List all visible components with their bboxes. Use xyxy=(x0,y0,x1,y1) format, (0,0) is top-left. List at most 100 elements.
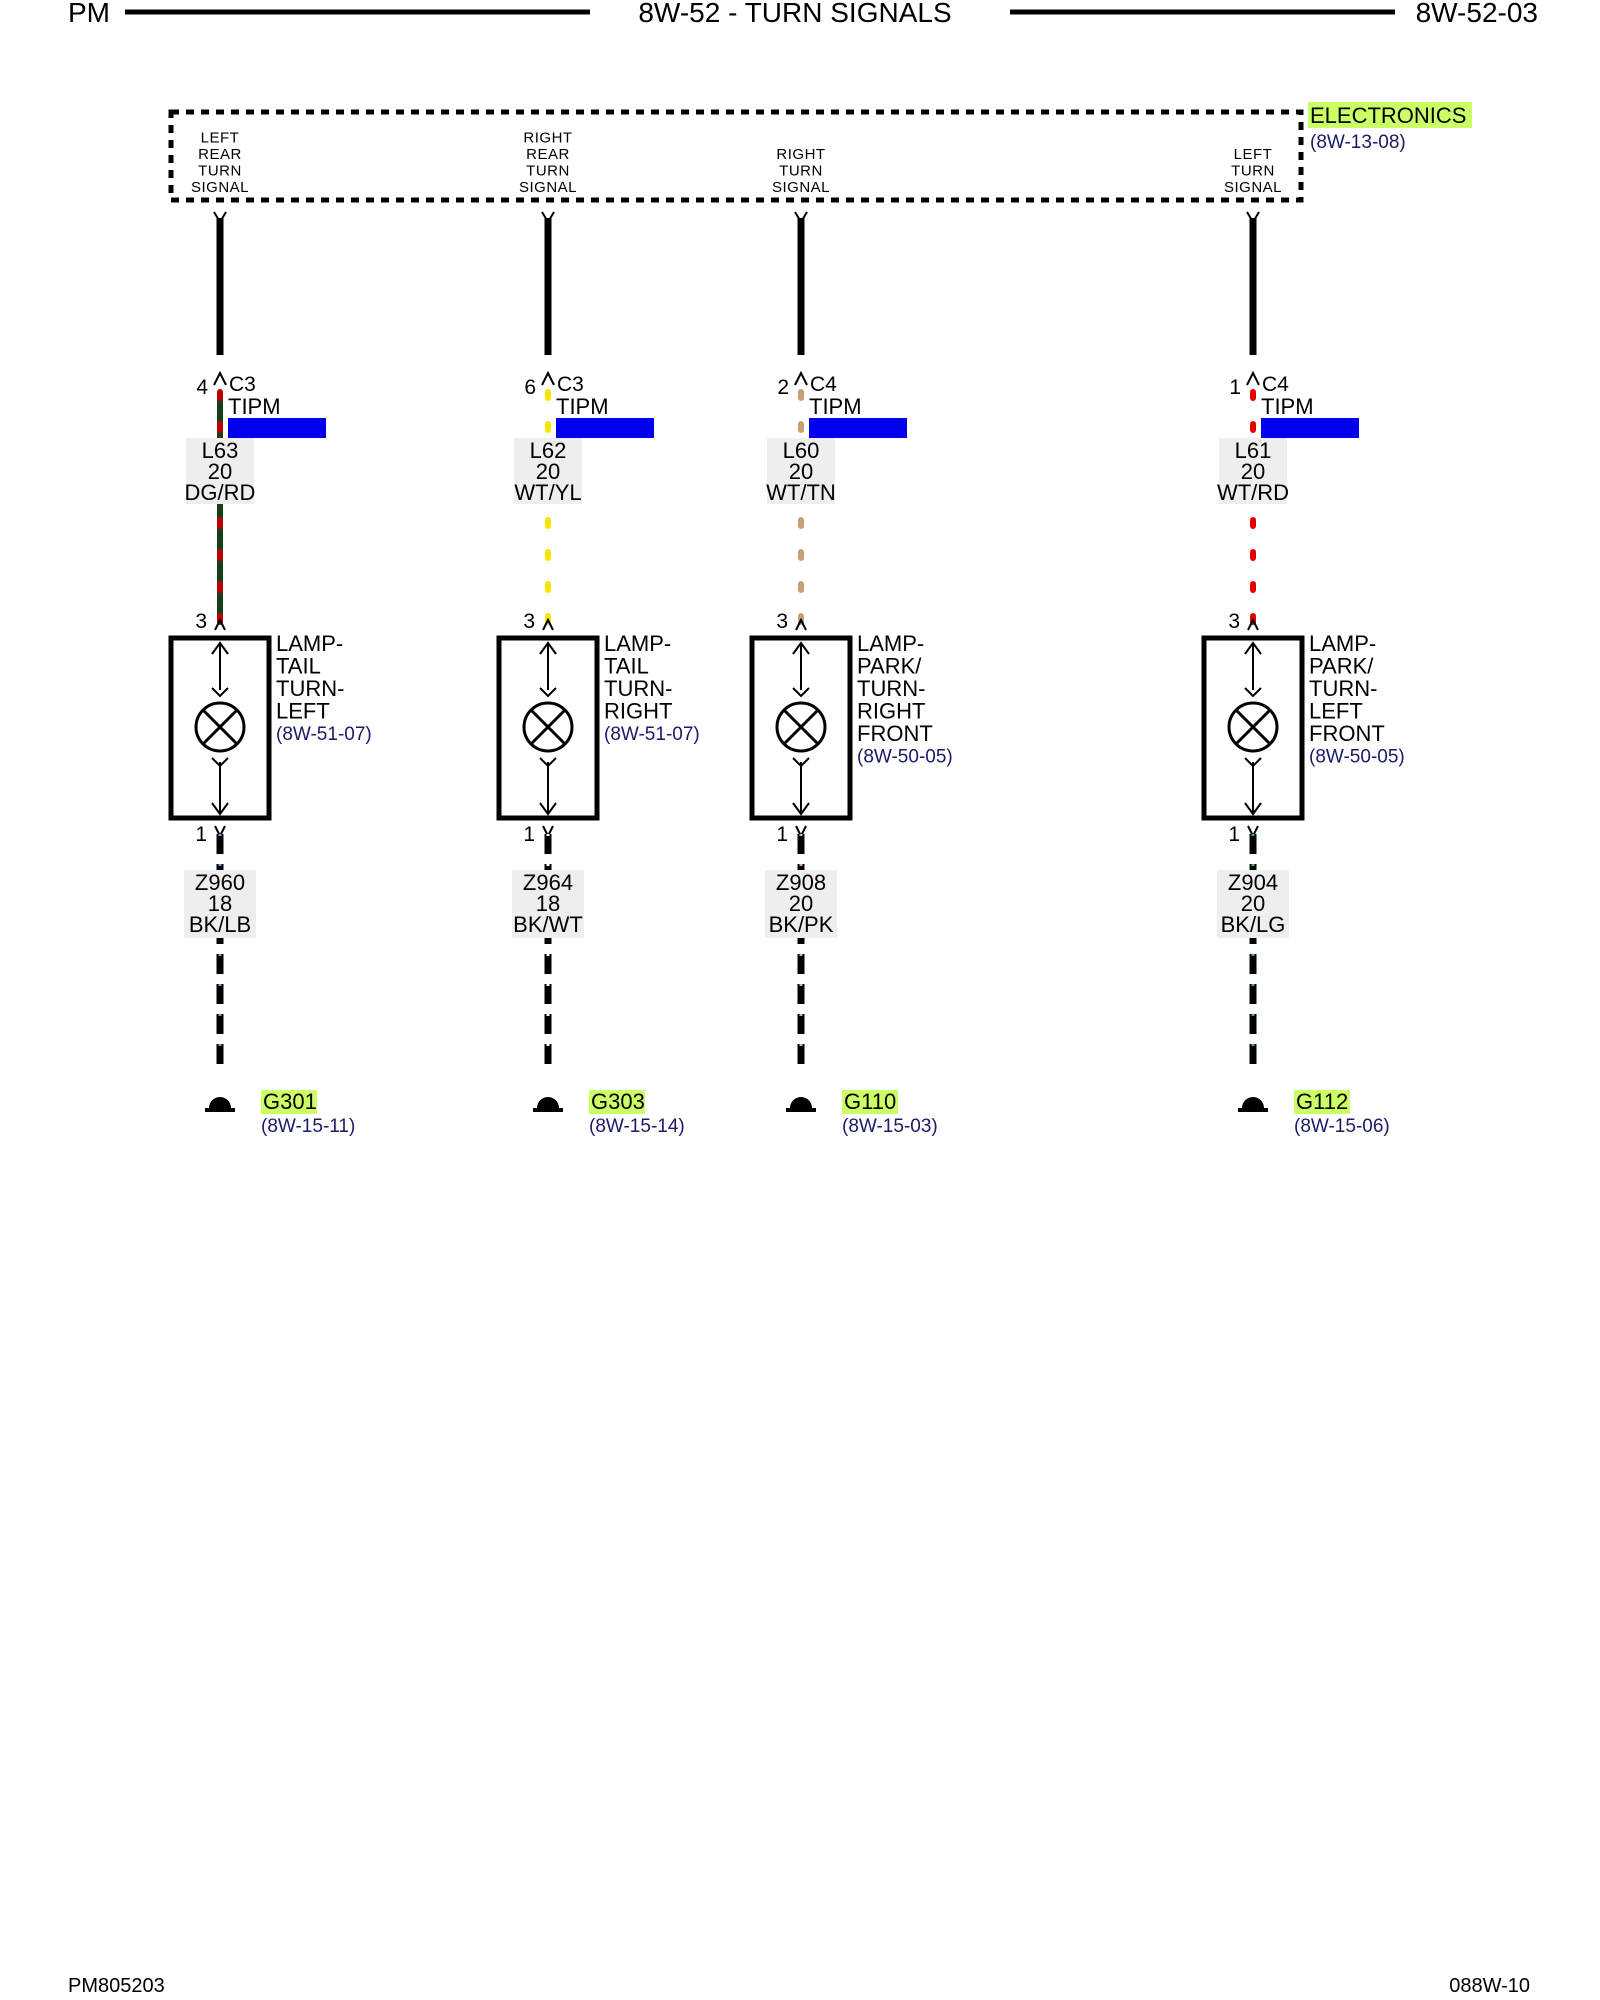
lamp-label: PARK/ xyxy=(857,654,922,679)
connector-bar xyxy=(556,418,654,438)
connector-bar xyxy=(228,418,326,438)
lamp-in-pin: 3 xyxy=(523,610,535,633)
lamp-out-pin: 1 xyxy=(1228,823,1240,846)
connector-chevron xyxy=(541,370,555,386)
ground-name-highlight xyxy=(1294,1090,1350,1114)
connector-location: TIPM xyxy=(228,394,281,419)
ground-wire-label-bg xyxy=(1217,870,1289,938)
wire-label-bg xyxy=(186,438,254,504)
lamp-out-pin: 1 xyxy=(776,823,788,846)
wire-gauge: 20 xyxy=(536,459,560,484)
module-pin-label: RIGHT xyxy=(776,146,825,163)
ground-ref: (8W-15-14) xyxy=(589,1116,685,1137)
lamp-arrow-top xyxy=(211,641,229,655)
ground-ref: (8W-15-03) xyxy=(842,1116,938,1137)
module-pin-label: LEFT xyxy=(201,130,240,147)
lamp-out-pin: 1 xyxy=(195,823,207,846)
connector-chevron xyxy=(1246,370,1260,386)
pin-chevron xyxy=(794,211,808,224)
ground-ref: (8W-15-11) xyxy=(261,1116,355,1137)
connector-name: C4 xyxy=(1262,373,1289,396)
wire-code: L61 xyxy=(1235,438,1272,463)
lamp-chevron-top xyxy=(539,687,557,698)
wire-label-bg xyxy=(767,438,835,504)
lamp-ref: (8W-50-05) xyxy=(1309,747,1405,768)
ground-wire-color: BK/WT xyxy=(513,912,583,937)
ground-wire-gauge: 20 xyxy=(1241,891,1265,916)
lamp-in-chevron xyxy=(542,617,554,631)
lamp-bulb-cross-b xyxy=(529,708,567,746)
module-outline xyxy=(168,109,1304,203)
lamp-label: LEFT xyxy=(1309,699,1363,724)
wire-color: WT/YL xyxy=(514,480,581,505)
ground-name: G112 xyxy=(1296,1089,1348,1114)
lamp-label: PARK/ xyxy=(1309,654,1374,679)
header-right: 8W-52-03 xyxy=(1416,0,1538,28)
wire-code: L63 xyxy=(202,438,239,463)
lamp-bulb-cross-b xyxy=(782,708,820,746)
lamp-label: LAMP- xyxy=(604,631,671,656)
pin-chevron xyxy=(1246,211,1260,224)
wire-label-bg xyxy=(514,438,582,504)
lamp-arrow-bottom xyxy=(211,802,229,816)
connector-chevron xyxy=(794,370,808,386)
lamp-label: FRONT xyxy=(1309,721,1385,746)
wire-color: DG/RD xyxy=(185,480,256,505)
wire-gauge: 20 xyxy=(1241,459,1265,484)
ground-icon xyxy=(1242,1097,1264,1108)
ground-wire-color: BK/LB xyxy=(189,912,251,937)
ground-wire-code: Z960 xyxy=(195,870,245,895)
ground-icon xyxy=(790,1097,812,1108)
ground-wire-gauge: 18 xyxy=(536,891,560,916)
connector-pin: 1 xyxy=(1229,376,1241,399)
connector-name: C3 xyxy=(557,373,584,396)
lamp-chevron-top xyxy=(211,687,229,698)
lamp-label: TURN- xyxy=(857,676,925,701)
ground-icon xyxy=(537,1097,559,1108)
connector-bar xyxy=(1261,418,1359,438)
ground-wire-code: Z964 xyxy=(523,870,573,895)
lamp-chevron-top xyxy=(792,687,810,698)
ground-name: G110 xyxy=(844,1089,896,1114)
wire-color: WT/TN xyxy=(766,480,836,505)
module-pin-label: SIGNAL xyxy=(1224,179,1282,196)
electronics-module: ELECTRONICS (8W-13-08) xyxy=(168,102,1472,203)
header-left: PM xyxy=(68,0,110,28)
module-pin-label: SIGNAL xyxy=(519,179,577,196)
module-pin-label: REAR xyxy=(198,146,242,163)
wire-code: L62 xyxy=(530,438,567,463)
ground-wire-color: BK/PK xyxy=(769,912,834,937)
wire-gauge: 20 xyxy=(208,459,232,484)
module-pin-label: TURN xyxy=(526,163,570,180)
lamp-label: LAMP- xyxy=(857,631,924,656)
wire-code: L60 xyxy=(783,438,820,463)
ground-name-highlight xyxy=(842,1090,898,1114)
wire-gauge: 20 xyxy=(789,459,813,484)
ground-wire-gauge: 20 xyxy=(789,891,813,916)
ground-wire-code: Z904 xyxy=(1228,870,1278,895)
lamp-arrow-bottom xyxy=(792,802,810,816)
lamp-in-pin: 3 xyxy=(195,610,207,633)
pin-chevron xyxy=(213,211,227,224)
lamp-in-pin: 3 xyxy=(1228,610,1240,633)
lamp-in-chevron xyxy=(1247,617,1259,631)
lamp-label: TAIL xyxy=(604,654,649,679)
connector-pin: 6 xyxy=(524,376,536,399)
page-title: 8W-52 - TURN SIGNALS xyxy=(638,0,951,28)
lamp-label: TURN- xyxy=(276,676,344,701)
footer-left: PM805203 xyxy=(68,1975,165,1997)
ground-wire-gauge: 18 xyxy=(208,891,232,916)
lamp-label: LAMP- xyxy=(1309,631,1376,656)
module-ref: (8W-13-08) xyxy=(1310,132,1406,153)
connector-location: TIPM xyxy=(1261,394,1314,419)
connector-location: TIPM xyxy=(556,394,609,419)
module-pin-label: LEFT xyxy=(1234,146,1273,163)
wire-color: WT/RD xyxy=(1217,480,1289,505)
connector-location: TIPM xyxy=(809,394,862,419)
page-header: PM 8W-52 - TURN SIGNALS 8W-52-03 xyxy=(68,0,1538,28)
lamp-label: RIGHT xyxy=(604,699,672,724)
